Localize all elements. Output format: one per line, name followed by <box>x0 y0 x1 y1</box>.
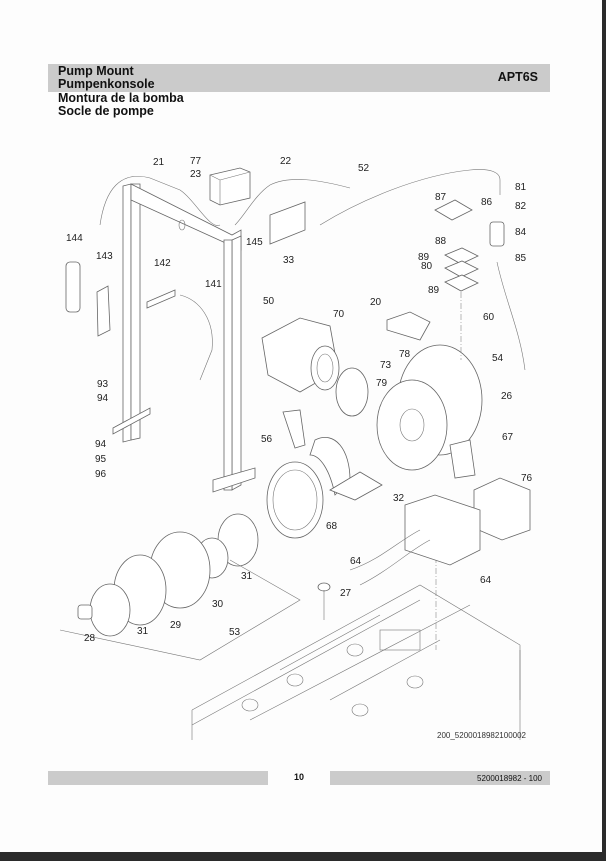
callout-64: 64 <box>350 556 362 567</box>
callout-21: 21 <box>153 157 165 168</box>
callout-33: 33 <box>283 255 295 266</box>
callout-67: 67 <box>502 432 514 443</box>
callout-87: 87 <box>435 192 447 203</box>
callout-52: 52 <box>358 163 370 174</box>
callout-141: 141 <box>205 279 222 290</box>
pump-mount-frame <box>112 183 256 493</box>
pump-housing <box>261 317 340 393</box>
page-number: 10 <box>293 772 304 782</box>
callout-27: 27 <box>340 588 352 599</box>
callout-64b: 64 <box>480 575 492 586</box>
callout-30: 30 <box>212 599 224 610</box>
callout-23: 23 <box>190 169 202 180</box>
callout-20: 20 <box>370 297 382 308</box>
title-english: Pump Mount <box>58 64 134 78</box>
header-bar <box>48 64 550 92</box>
callout-79: 79 <box>376 378 388 389</box>
callout-77: 77 <box>190 156 202 167</box>
title-french: Socle de pompe <box>58 104 154 118</box>
callout-54: 54 <box>492 353 504 364</box>
callout-88: 88 <box>435 236 447 247</box>
callout-labels: 21 77 23 22 52 81 87 86 82 84 88 89 80 8… <box>66 156 533 644</box>
callout-89b: 89 <box>428 285 440 296</box>
callout-96: 96 <box>95 469 107 480</box>
callout-50: 50 <box>263 296 275 307</box>
callout-29: 29 <box>170 620 182 631</box>
callout-85: 85 <box>515 253 527 264</box>
callout-144: 144 <box>66 233 83 244</box>
callout-31b: 31 <box>137 626 149 637</box>
figure-id: 200_5200018982100002 <box>437 731 526 740</box>
callout-89: 89 <box>418 252 430 263</box>
callout-56: 56 <box>261 434 273 445</box>
callout-145: 145 <box>246 237 263 248</box>
callout-32: 32 <box>393 493 405 504</box>
model-code: APT6S <box>497 70 538 84</box>
chassis-frame <box>191 584 521 740</box>
callout-53: 53 <box>229 627 241 638</box>
footer-bar-right <box>330 771 550 785</box>
callout-84: 84 <box>515 227 527 238</box>
callout-94: 94 <box>97 393 109 404</box>
callout-82: 82 <box>515 201 527 212</box>
callout-73: 73 <box>380 360 392 371</box>
junction-box <box>209 167 251 206</box>
callout-31: 31 <box>241 571 253 582</box>
callout-93: 93 <box>97 379 109 390</box>
callout-26: 26 <box>501 391 513 402</box>
callout-76: 76 <box>521 473 533 484</box>
footer-bar-left <box>48 771 268 785</box>
viewer-right-edge <box>602 0 606 861</box>
callout-60: 60 <box>483 312 495 323</box>
callout-28: 28 <box>84 633 96 644</box>
callout-81: 81 <box>515 182 527 193</box>
callout-70: 70 <box>333 309 345 320</box>
title-spanish: Montura de la bomba <box>58 91 184 105</box>
callout-78: 78 <box>399 349 411 360</box>
viewer-bottom-edge <box>0 852 606 861</box>
callout-80: 80 <box>421 261 433 272</box>
callout-95: 95 <box>95 454 107 465</box>
callout-143: 143 <box>96 251 113 262</box>
callout-68: 68 <box>326 521 338 532</box>
main-pump <box>376 344 483 479</box>
callout-142: 142 <box>154 258 171 269</box>
callout-22: 22 <box>280 156 292 167</box>
callout-94b: 94 <box>95 439 107 450</box>
document-number: 5200018982 - 100 <box>477 774 542 783</box>
title-german: Pumpenkonsole <box>58 77 155 91</box>
callout-86: 86 <box>481 197 493 208</box>
